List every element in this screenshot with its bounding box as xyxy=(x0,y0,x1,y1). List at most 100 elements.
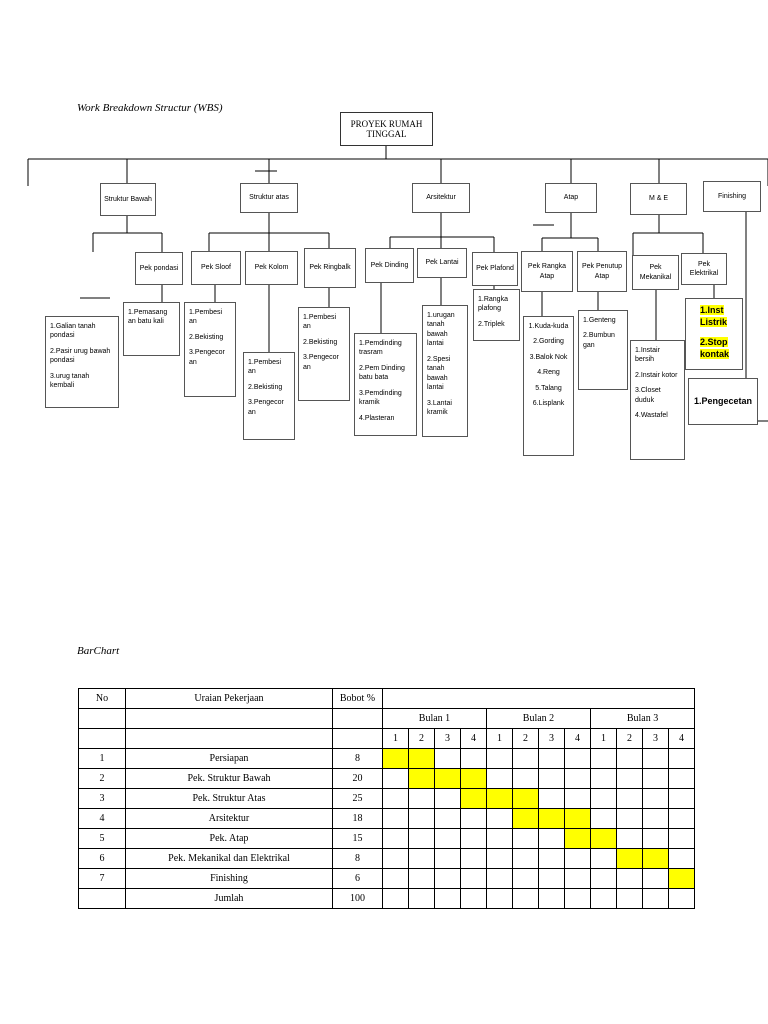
schedule-empty-cell xyxy=(590,888,617,909)
schedule-bar-cell xyxy=(460,768,487,789)
schedule-empty-cell xyxy=(434,888,461,909)
header-no: No xyxy=(78,688,126,709)
schedule-bar-cell xyxy=(408,748,435,769)
task-item: 3.Pengecor an xyxy=(303,354,339,371)
schedule-empty-cell xyxy=(460,808,487,829)
wbs-node-label: M & E xyxy=(648,195,669,203)
schedule-bar-cell xyxy=(408,768,435,789)
task-item: 3.Pengecor an xyxy=(248,399,284,416)
wbs-node-struktur-bawah: Struktur Bawah xyxy=(100,183,156,216)
wbs-tasks-mekanikal: 1.Instair bersih 2.Instair kotor 3.Close… xyxy=(630,340,685,460)
wbs-tasks-dinding: 1.Pemdinding trasram 2.Pem Dinding batu … xyxy=(354,333,417,436)
header-week: 3 xyxy=(538,728,565,749)
wbs-node-lantai: Pek Lantai xyxy=(417,248,467,278)
wbs-tasks-galian: 1.Galian tanah pondasi 2.Pasir urug bawa… xyxy=(45,316,119,408)
cell-uraian: Pek. Atap xyxy=(125,828,333,849)
schedule-empty-cell xyxy=(486,888,513,909)
schedule-empty-cell xyxy=(434,808,461,829)
schedule-empty-cell xyxy=(434,828,461,849)
cell-no: 2 xyxy=(78,768,126,789)
schedule-empty-cell xyxy=(590,768,617,789)
header-week: 3 xyxy=(642,728,669,749)
schedule-bar-cell xyxy=(564,808,591,829)
task-item-highlighted: 1.Inst Listrik xyxy=(700,305,728,328)
cell-bobot: 6 xyxy=(332,868,383,889)
task-item: 2.Triplek xyxy=(478,320,505,328)
wbs-tasks-pondasi: 1.Pemasang an batu kali xyxy=(123,302,180,356)
header-week: 4 xyxy=(460,728,487,749)
wbs-node-label: Pek Kolom xyxy=(254,264,289,272)
wbs-node-label: Pek Ringbalk xyxy=(309,264,351,272)
header-blank-cell xyxy=(78,708,126,729)
cell-bobot: 8 xyxy=(332,748,383,769)
wbs-node-label: Pek Penutup Atap xyxy=(581,263,623,280)
schedule-empty-cell xyxy=(667,788,696,809)
task-item: 1.Pemdinding trasram xyxy=(359,340,402,357)
schedule-empty-cell xyxy=(486,768,513,789)
wbs-node-label: Finishing xyxy=(717,192,746,200)
wbs-node-sloof: Pek Sloof xyxy=(191,251,241,285)
task-item: 1.Galian tanah pondasi xyxy=(50,323,96,340)
task-item: 1.Pemasang an batu kali xyxy=(128,309,168,326)
wbs-tasks-sloof: 1.Pembesi an 2.Bekisting 3.Pengecor an xyxy=(184,302,236,397)
schedule-empty-cell xyxy=(538,868,565,889)
wbs-node-label: Atap xyxy=(563,194,579,202)
wbs-node-label: Pek pondasi xyxy=(139,264,179,272)
wbs-node-label: Arsitektur xyxy=(426,194,456,202)
task-item: 2.Pasir urug bawah pondasi xyxy=(50,347,111,365)
schedule-empty-cell xyxy=(667,768,696,789)
schedule-bar-cell xyxy=(460,788,487,809)
schedule-empty-cell xyxy=(564,868,591,889)
header-blank-cell xyxy=(332,708,383,729)
schedule-empty-cell xyxy=(512,748,539,769)
wbs-node-label: Pek Lantai xyxy=(425,259,459,267)
wbs-tasks-kolom: 1.Pembesi an 2.Bekisting 3.Pengecor an xyxy=(243,352,295,440)
schedule-empty-cell xyxy=(590,808,617,829)
task-item: 2.Bekisting xyxy=(303,338,338,346)
schedule-empty-cell xyxy=(512,768,539,789)
task-item: 1.Rangka plafong xyxy=(478,296,508,313)
wbs-root-node: PROYEK RUMAH TINGGAL xyxy=(340,112,433,146)
schedule-empty-cell xyxy=(408,788,435,809)
schedule-empty-cell xyxy=(667,848,696,869)
cell-bobot: 20 xyxy=(332,768,383,789)
task-item: 3.Pengecor an xyxy=(189,349,225,366)
wbs-node-label: Struktur Bawah xyxy=(104,195,152,203)
schedule-empty-cell xyxy=(667,888,696,909)
schedule-empty-cell xyxy=(564,748,591,769)
wbs-tasks-rangka-atap: 1.Kuda-kuda 2.Gording 3.Balok Nok 4.Reng… xyxy=(523,316,574,456)
schedule-empty-cell xyxy=(590,748,617,769)
task-item: 3.urug tanah kembali xyxy=(50,372,90,390)
task-item: 2.Gording xyxy=(533,338,564,346)
schedule-empty-cell xyxy=(642,748,669,769)
header-month: Bulan 3 xyxy=(589,708,696,729)
task-item: 2.Bekisting xyxy=(189,333,224,341)
cell-total-bobot: 100 xyxy=(332,888,383,909)
schedule-empty-cell xyxy=(538,848,565,869)
wbs-node-elektrikal: Pek Elektrikal xyxy=(681,253,727,285)
schedule-empty-cell xyxy=(538,788,565,809)
schedule-empty-cell xyxy=(460,828,487,849)
header-week: 4 xyxy=(667,728,696,749)
cell-bobot: 15 xyxy=(332,828,383,849)
schedule-empty-cell xyxy=(642,788,669,809)
task-item: 6.Lisplank xyxy=(532,400,565,408)
task-item: 1.urugan tanah bawah lantai xyxy=(427,312,455,348)
wbs-node-arsitektur: Arsitektur xyxy=(412,183,470,213)
schedule-bar-cell xyxy=(382,748,409,769)
schedule-empty-cell xyxy=(538,828,565,849)
cell-uraian: Persiapan xyxy=(125,748,333,769)
wbs-node-label: Struktur atas xyxy=(249,194,289,202)
wbs-tasks-elektrikal: 1.Inst Listrik 2.Stop kontak xyxy=(685,298,743,370)
wbs-node-label: Pek Sloof xyxy=(201,264,231,272)
schedule-empty-cell xyxy=(564,788,591,809)
barchart-title: BarChart xyxy=(77,645,120,657)
header-month: Bulan 2 xyxy=(486,708,591,729)
schedule-empty-cell xyxy=(538,768,565,789)
cell-uraian: Arsitektur xyxy=(125,808,333,829)
